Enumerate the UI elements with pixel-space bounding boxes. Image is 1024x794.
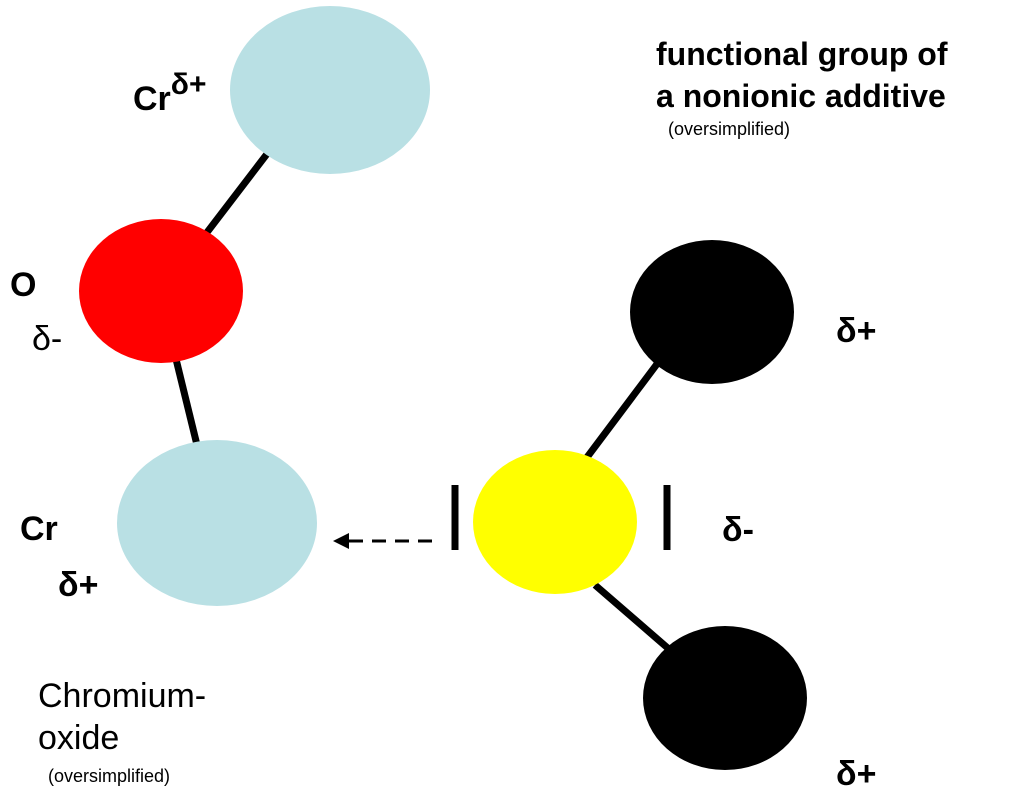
additive-title-line1: functional group of [656, 36, 948, 72]
additive-atom-bottom-right [643, 626, 807, 770]
oxygen-atom [79, 219, 243, 363]
cr-bottom-symbol: Cr [20, 510, 58, 548]
bond-center-bottom-right [592, 582, 673, 653]
additive-atom-top-right [630, 240, 794, 384]
cr-bottom-charge: δ+ [58, 566, 99, 604]
top-right-charge: δ+ [836, 312, 877, 350]
oxide-note: (oversimplified) [48, 766, 171, 786]
bottom-right-charge: δ+ [836, 755, 877, 793]
oxide-title-line2: oxide [38, 719, 120, 757]
bond-oxygen-cr-bottom [171, 354, 201, 446]
additive-title-line2: a nonionic additive [656, 78, 946, 114]
cr-top-charge: δ+ [170, 68, 207, 101]
center-charge: δ- [722, 511, 754, 549]
oxygen-charge: δ- [32, 320, 63, 358]
additive-central-atom [473, 450, 637, 594]
additive-note: (oversimplified) [668, 119, 791, 139]
bond-center-top-right [582, 357, 663, 463]
oxide-title-line1: Chromium- [38, 677, 207, 715]
chromium-atom-bottom [117, 440, 317, 606]
oxygen-symbol: O [10, 266, 37, 304]
cr-top-symbol: Cr [133, 80, 171, 118]
cr-top-label: Crδ+ [133, 70, 207, 118]
chromium-atom-top [230, 6, 430, 174]
interaction-arrow-head [333, 533, 349, 549]
bond-cr-top-oxygen [202, 147, 273, 238]
